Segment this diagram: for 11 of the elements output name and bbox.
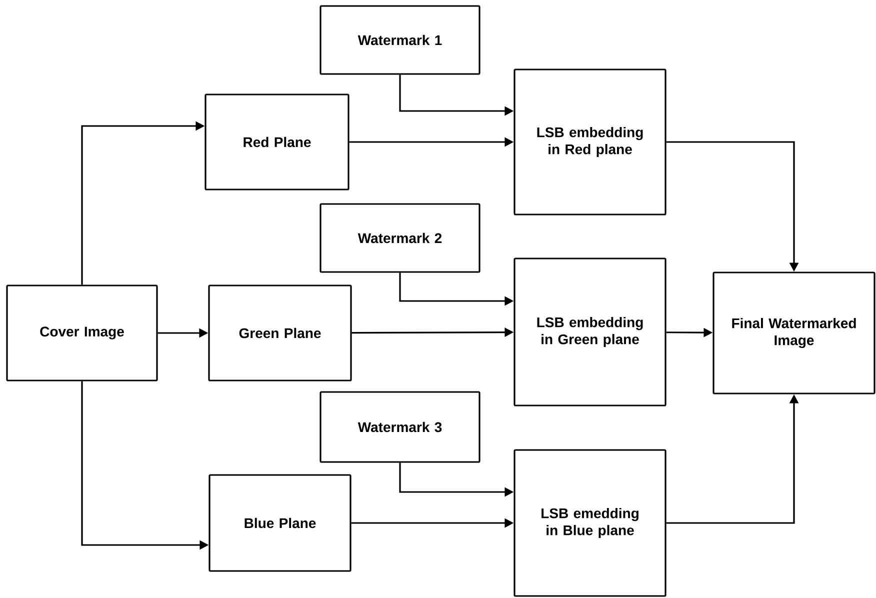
process-box: Final Watermarked Image [712, 272, 876, 394]
process-box: LSB embedding in Red plane [514, 68, 666, 216]
process-box: Cover Image [6, 284, 158, 382]
process-box: Watermark 1 [320, 5, 480, 75]
process-box: LSB embedding in Green plane [514, 258, 666, 406]
process-box: Green Plane [208, 284, 352, 382]
process-box: Blue Plane [208, 474, 352, 572]
process-box: LSB emedding in Blue plane [514, 449, 666, 597]
process-box: Watermark 2 [320, 203, 480, 273]
process-box: Red Plane [204, 94, 350, 190]
process-box: Watermark 3 [320, 391, 480, 463]
